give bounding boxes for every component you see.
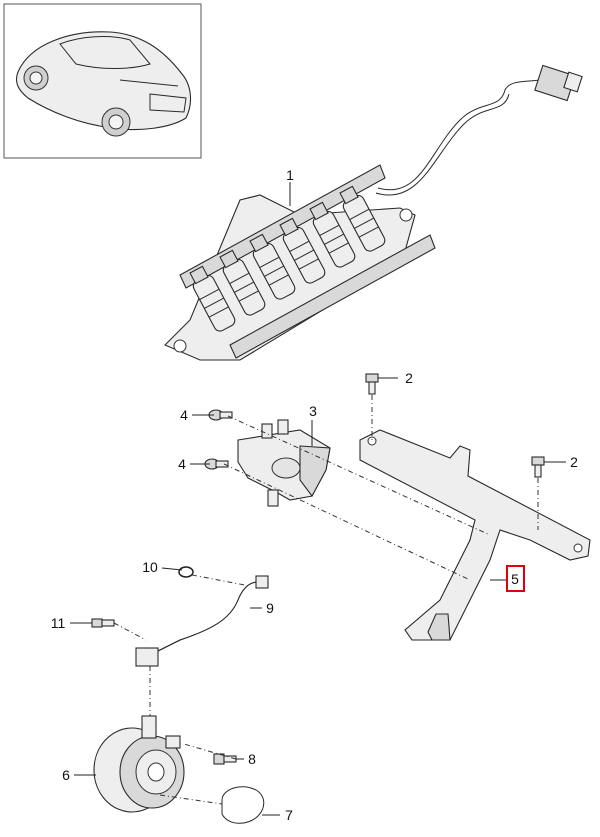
pump-bolt	[213, 753, 237, 765]
o-ring	[178, 566, 194, 578]
assembly-lines	[113, 395, 539, 805]
callout-11: 11	[51, 615, 66, 631]
vacuum-pump	[93, 715, 185, 813]
callout-9: 9	[266, 600, 274, 616]
line-screw	[91, 618, 115, 628]
callout-6: 6	[62, 767, 70, 783]
callout-1: 1	[286, 167, 294, 183]
callout-2-right: 2	[570, 454, 578, 470]
callout-2-upper: 2	[405, 370, 413, 386]
injector-rail-assembly	[164, 64, 583, 361]
injector	[219, 249, 266, 316]
injector	[339, 185, 386, 252]
bolt-right	[531, 456, 545, 478]
vehicle-thumbnail	[3, 3, 202, 159]
callout-3: 3	[309, 403, 317, 419]
injector	[279, 217, 326, 284]
seal-ring	[221, 786, 265, 824]
callout-4-lower: 4	[178, 456, 186, 472]
mounting-bracket	[359, 429, 591, 641]
pressure-converter	[237, 419, 331, 507]
injector	[309, 201, 356, 268]
vacuum-line	[135, 575, 269, 667]
injector	[249, 233, 296, 300]
callout-4-upper: 4	[180, 407, 188, 423]
screw-lower	[204, 458, 229, 470]
leader-lines	[70, 182, 566, 816]
callouts: 1 2 2 3 4 4 5 6 7 8 9 10 11	[51, 167, 578, 823]
callout-7: 7	[285, 807, 293, 823]
callout-5: 5	[511, 571, 519, 587]
callout-10: 10	[142, 559, 158, 575]
callout-5-highlight-box	[506, 565, 525, 592]
bolt-upper	[365, 373, 379, 395]
injector	[189, 265, 236, 332]
callout-8: 8	[248, 751, 256, 767]
